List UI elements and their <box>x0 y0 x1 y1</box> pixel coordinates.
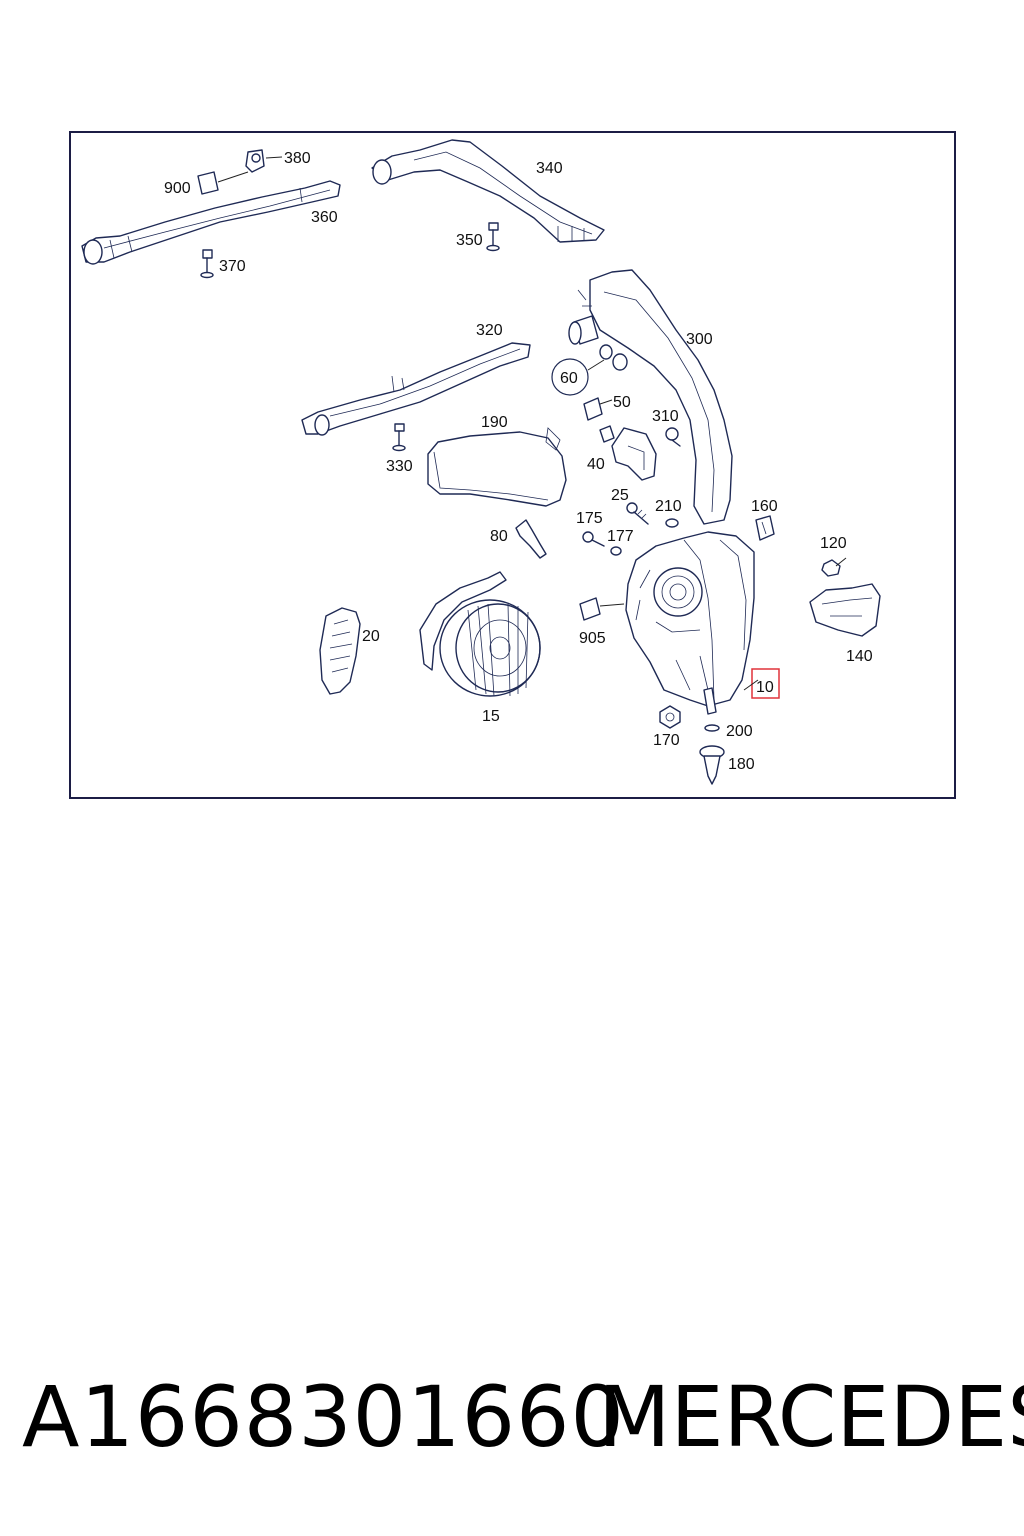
resistor-20 <box>319 607 361 695</box>
callout-170: 170 <box>653 732 680 749</box>
callout-370: 370 <box>219 258 246 275</box>
sensor-80 <box>515 519 547 559</box>
callout-330: 330 <box>386 458 413 475</box>
bolt-120 <box>821 557 847 577</box>
washer-200 <box>704 724 720 732</box>
callout-300: 300 <box>686 331 713 348</box>
callout-360: 360 <box>311 209 338 226</box>
callout-25: 25 <box>611 487 629 504</box>
air-duct-320 <box>301 342 531 436</box>
air-duct-300 <box>568 269 733 525</box>
callout-160: 160 <box>751 498 778 515</box>
callout-120: 120 <box>820 535 847 552</box>
bracket-40 <box>599 425 657 481</box>
callout-340: 340 <box>536 160 563 177</box>
callout-180: 180 <box>728 756 755 773</box>
brand-name: MERCEDES <box>598 1368 1024 1466</box>
callout-175: 175 <box>576 510 603 527</box>
callout-80: 80 <box>490 528 508 545</box>
clip-160 <box>755 515 775 541</box>
callout-140: 140 <box>846 648 873 665</box>
screw-175 <box>582 531 605 547</box>
bolt-370 <box>200 249 214 279</box>
part-number: A1668301660 <box>22 1368 625 1466</box>
callout-350: 350 <box>456 232 483 249</box>
callout-200: 200 <box>726 723 753 740</box>
bolt-310 <box>665 427 681 447</box>
blower-motor-15 <box>419 571 541 697</box>
washer-177 <box>610 546 622 556</box>
callout-905: 905 <box>579 630 606 647</box>
callout-900: 900 <box>164 180 191 197</box>
callout-40: 40 <box>587 456 605 473</box>
bolt-350 <box>486 222 500 252</box>
callout-10: 10 <box>756 679 774 696</box>
callout-380: 380 <box>284 150 311 167</box>
clip-900 <box>197 171 249 195</box>
screw-380 <box>245 149 283 173</box>
callout-20: 20 <box>362 628 380 645</box>
callout-10-highlight <box>751 668 780 699</box>
callout-60-circle <box>551 358 589 396</box>
callout-210: 210 <box>655 498 682 515</box>
callout-320: 320 <box>476 322 503 339</box>
callout-190: 190 <box>481 414 508 431</box>
bolt-25 <box>626 502 649 525</box>
connector-50 <box>583 397 613 421</box>
bracket-905 <box>579 597 625 621</box>
callout-310: 310 <box>652 408 679 425</box>
callout-15: 15 <box>482 708 500 725</box>
callout-60: 60 <box>560 370 578 387</box>
callout-177: 177 <box>607 528 634 545</box>
bolt-330 <box>392 423 406 452</box>
filter-housing-190 <box>427 427 567 507</box>
seal-60 <box>599 344 628 371</box>
washer-210 <box>665 518 679 528</box>
blower-housing-10 <box>625 531 755 715</box>
grommet-180 <box>699 745 725 785</box>
air-duct-360 <box>81 180 341 265</box>
callout-50: 50 <box>613 394 631 411</box>
air-duct-340 <box>371 139 605 243</box>
cover-140 <box>809 583 881 637</box>
nut-170 <box>659 705 681 729</box>
